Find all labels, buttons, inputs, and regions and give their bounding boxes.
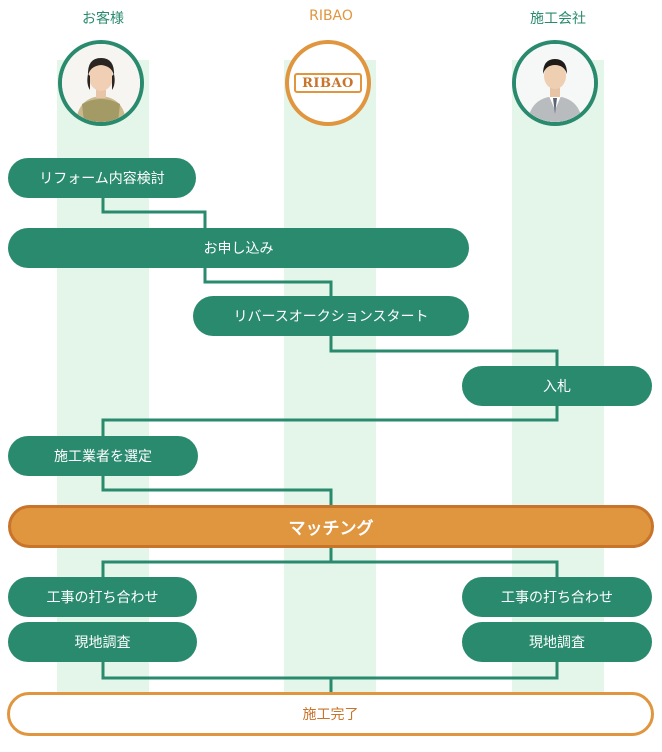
man-portrait-icon	[516, 44, 594, 122]
connector-surveys-bottom	[101, 662, 559, 680]
step-reform-review: リフォーム内容検討	[8, 158, 196, 198]
step-select-contractor: 施工業者を選定	[8, 436, 198, 476]
connector-select-matching	[101, 472, 333, 508]
step-matching: マッチング	[8, 505, 654, 548]
step-bid: 入札	[462, 366, 652, 406]
connector-matching-left	[101, 546, 333, 578]
step-meeting-contractor: 工事の打ち合わせ	[462, 577, 652, 617]
column-label-customer: お客様	[82, 11, 124, 27]
step-reverse-auction-start: リバースオークションスタート	[193, 296, 469, 336]
connector-auction-bid	[329, 334, 559, 370]
connector-reform-apply	[101, 196, 207, 232]
step-application: お申し込み	[8, 228, 469, 268]
step-meeting-customer: 工事の打ち合わせ	[8, 577, 197, 617]
step-complete: 施工完了	[7, 692, 654, 736]
woman-portrait-icon	[62, 44, 140, 122]
column-label-ribao: RIBAO	[309, 8, 353, 24]
customer-avatar	[58, 40, 144, 126]
ribao-logo-icon: RIBAO	[294, 73, 362, 93]
ribao-logo-text: RIBAO	[302, 75, 354, 91]
ribao-logo-circle: RIBAO	[285, 40, 371, 126]
connector-apply-auction	[203, 266, 333, 300]
lane-ribao	[284, 60, 376, 692]
step-survey-customer: 現地調査	[8, 622, 197, 662]
contractor-avatar	[512, 40, 598, 126]
connector-matching-right	[331, 560, 559, 578]
step-survey-contractor: 現地調査	[462, 622, 652, 662]
column-label-contractor: 施工会社	[530, 11, 586, 27]
connector-bid-select	[101, 404, 559, 440]
